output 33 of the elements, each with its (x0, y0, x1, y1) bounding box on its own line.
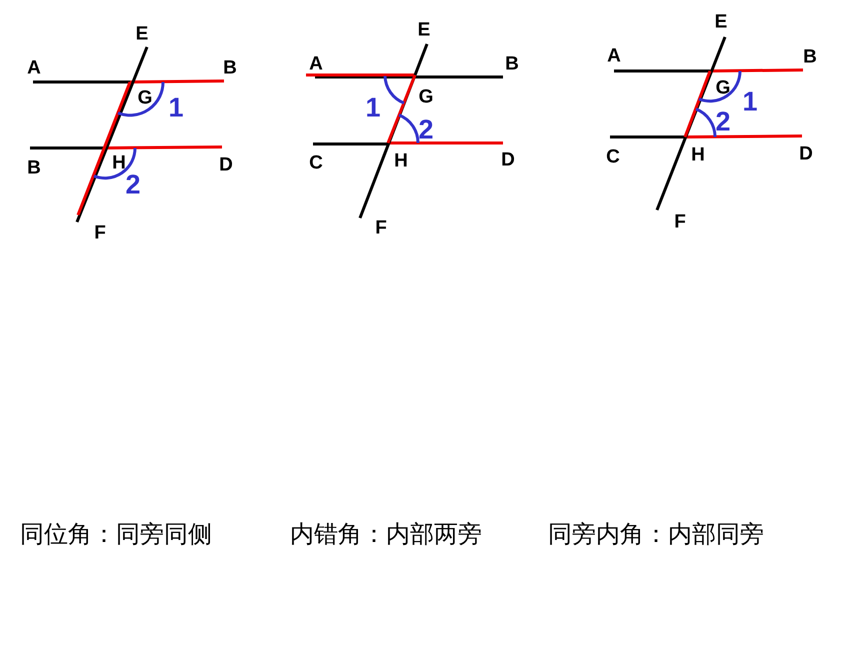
point-label: B (803, 48, 817, 66)
point-label: E (136, 24, 148, 44)
point-label: G (418, 88, 434, 106)
point-label: B (27, 158, 41, 178)
point-label: G (138, 88, 152, 108)
point-label: D (501, 150, 515, 170)
angle-number: 1 (365, 94, 381, 122)
point-label: A (27, 58, 41, 78)
point-label: A (309, 54, 323, 74)
angle-number: 2 (715, 108, 731, 136)
point-label: F (375, 218, 387, 238)
point-label: D (219, 156, 233, 174)
angle-number: 2 (418, 116, 434, 144)
point-label: B (223, 58, 237, 78)
point-label: H (112, 154, 126, 172)
caption: 同旁内角：内部同旁 (548, 522, 764, 546)
point-label: C (606, 148, 620, 166)
caption: 同位角：同旁同侧 (20, 522, 212, 546)
angle-number: 1 (742, 88, 758, 116)
point-label: F (674, 212, 686, 232)
point-label: G (716, 78, 730, 98)
point-label: B (505, 54, 519, 74)
point-label: H (691, 146, 705, 164)
caption: 内错角：内部两旁 (290, 522, 482, 546)
angle-number: 1 (168, 94, 184, 122)
point-label: E (714, 12, 728, 32)
point-label: C (309, 154, 323, 172)
point-label: A (607, 46, 621, 66)
angle-number: 2 (125, 172, 141, 198)
point-label: E (418, 20, 430, 40)
point-label: H (394, 152, 408, 170)
point-label: D (799, 144, 813, 164)
point-label: F (94, 224, 106, 242)
